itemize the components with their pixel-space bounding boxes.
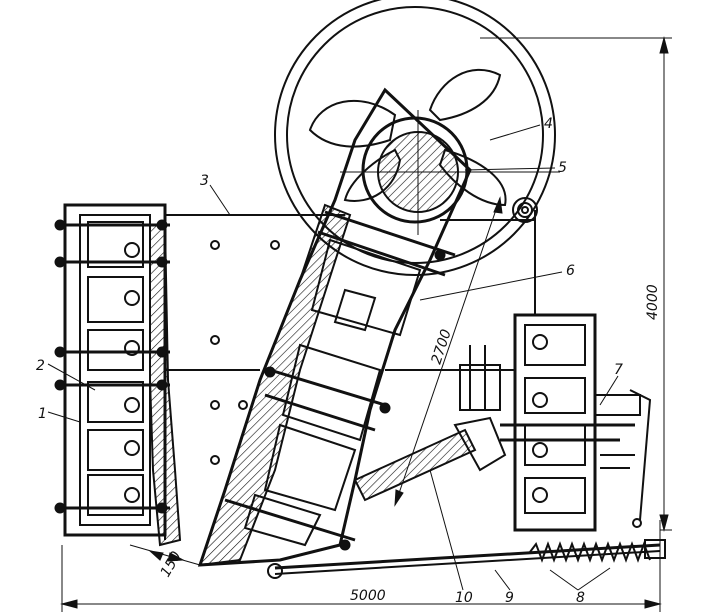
label-2: 2 bbox=[36, 358, 45, 374]
eccentric-shaft bbox=[340, 110, 560, 235]
label-8: 8 bbox=[576, 590, 585, 606]
label-1: 1 bbox=[38, 406, 47, 422]
gap-dimension: 150 bbox=[129, 544, 201, 580]
height-dimension-text: 4000 bbox=[645, 284, 661, 320]
toggle-plate bbox=[353, 416, 507, 502]
label-5: 5 bbox=[558, 160, 567, 176]
label-9: 9 bbox=[505, 590, 514, 606]
spring bbox=[529, 539, 666, 563]
tie-rod bbox=[267, 543, 661, 579]
width-dimension-text: 5000 bbox=[350, 588, 386, 604]
fixed-jaw-liner bbox=[149, 224, 182, 547]
leader-lines bbox=[47, 124, 619, 591]
label-10: 10 bbox=[455, 590, 473, 606]
label-7: 7 bbox=[614, 362, 623, 378]
rear-frame bbox=[459, 313, 652, 532]
height-dimension: 4000 bbox=[480, 36, 672, 532]
label-6: 6 bbox=[566, 263, 575, 279]
tension-roller bbox=[512, 197, 538, 223]
callout-labels: 1 2 3 4 5 6 7 8 9 10 bbox=[36, 116, 623, 606]
stroke-dimension-text: 2700 bbox=[429, 327, 455, 366]
label-3: 3 bbox=[200, 173, 209, 189]
swing-jaw bbox=[197, 87, 472, 567]
label-4: 4 bbox=[544, 116, 553, 132]
width-dimension: 5000 bbox=[60, 520, 662, 612]
